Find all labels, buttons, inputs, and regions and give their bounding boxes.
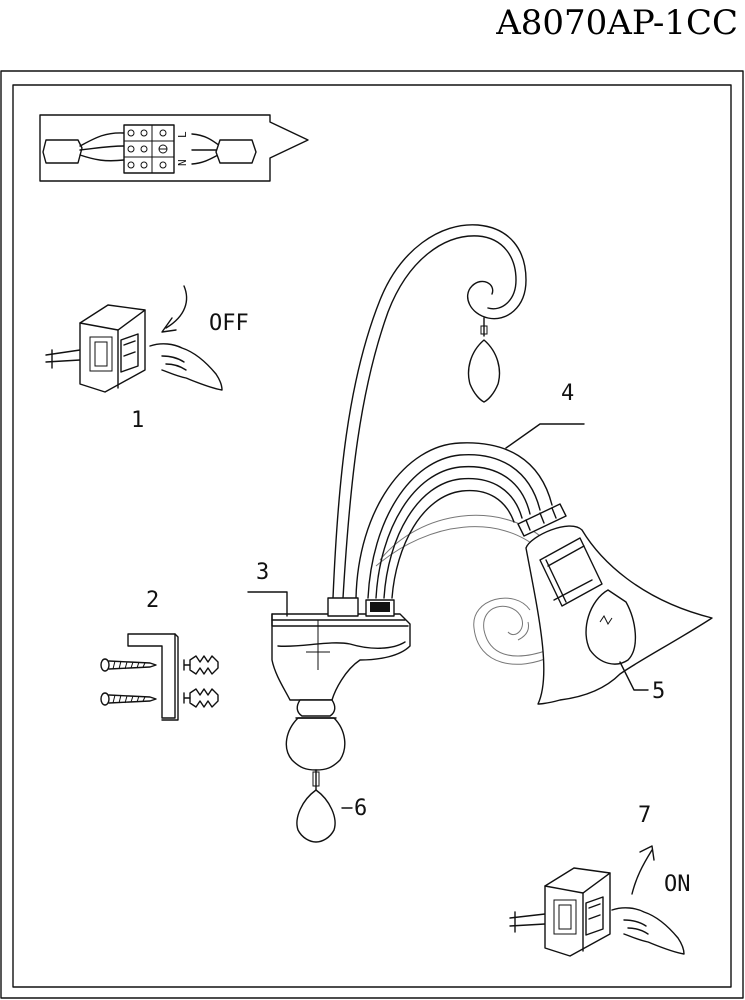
wall-lamp [271,224,713,843]
back-plate [271,613,411,701]
step1-number: 1 [131,408,144,433]
step2-mounting-parts: 2 [100,588,219,721]
step1-switch-label: OFF [209,311,249,336]
switch-box-7 [544,867,611,957]
step2-number: 2 [146,588,159,613]
screw-1 [100,658,157,672]
model-code: A8070AP-1CC [495,3,738,43]
inner-frame [12,84,732,988]
screw-2 [100,692,157,706]
step7-switch-on: 7 ON [509,803,691,957]
left-cable-end [42,139,83,164]
callout-labels: 3 4 5 6 [247,381,665,821]
step6-number: 6 [354,796,367,821]
wall-plug-1 [183,655,219,675]
turn-arrow-7 [631,849,653,895]
wiring-detail: N L [39,114,309,182]
lower-crystal [296,789,336,843]
step5-number: 5 [652,679,665,704]
step7-switch-label: ON [664,872,691,897]
mounting-bracket [127,633,176,719]
upper-crystal [467,339,501,403]
turn-arrow [165,285,188,329]
wall-plug-2 [183,688,219,708]
terminal-label-l: L [176,131,189,138]
right-cable-end [215,139,257,164]
step1-switch-off: OFF 1 [45,285,249,433]
step7-number: 7 [638,803,651,828]
callout-box [39,114,309,182]
step3-number: 3 [256,560,269,585]
outer-frame [0,70,744,999]
socket [539,537,603,607]
step4-number: 4 [561,381,574,406]
terminal-label-n: N [176,159,189,166]
pendant-body [285,717,346,771]
bulb [585,589,637,665]
